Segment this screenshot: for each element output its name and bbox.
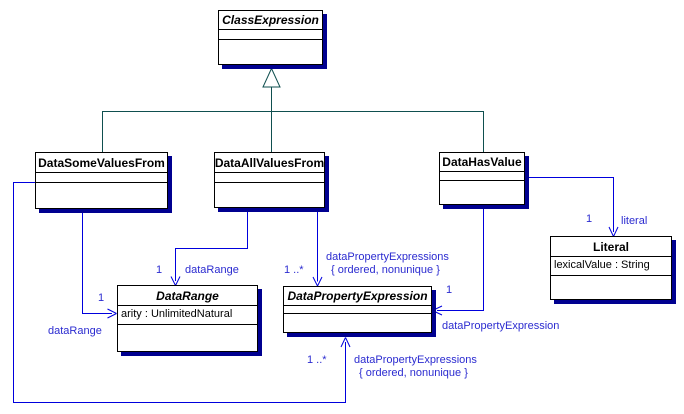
open-arrow-icon (312, 276, 323, 287)
class-box-datahasvalue[interactable]: DataHasValue (439, 152, 525, 205)
association-somevalues-datarange[interactable] (82, 209, 117, 319)
attribute-arity: arity : UnlimitedNatural (121, 308, 233, 320)
association-hasvalue-dpe[interactable] (432, 205, 484, 316)
attributes-compartment (36, 173, 167, 183)
multiplicity-label: 1 (446, 284, 453, 296)
attributes-compartment (284, 306, 431, 314)
open-arrow-icon (107, 308, 117, 319)
class-box-dataallvaluesfrom[interactable]: DataAllValuesFrom (214, 152, 325, 208)
association-somevalues-dpe[interactable] (13, 182, 351, 403)
role-label: dataRange (48, 325, 102, 337)
association-hasvalue-literal[interactable] (525, 177, 619, 237)
constraint-label: { ordered, nonunique } (359, 367, 468, 379)
class-name: DataSomeValuesFrom (36, 153, 167, 173)
open-arrow-icon (170, 276, 181, 286)
class-box-datasomevaluesfrom[interactable]: DataSomeValuesFrom (35, 152, 168, 209)
class-box-datarange[interactable]: DataRange arity : UnlimitedNatural (117, 285, 258, 352)
attribute-lexicalvalue: lexicalValue : String (554, 259, 650, 271)
constraint-label: { ordered, nonunique } (331, 264, 440, 276)
role-label: dataPropertyExpressions (326, 251, 449, 263)
class-name: DataHasValue (440, 153, 524, 172)
attributes-compartment: lexicalValue : String (551, 257, 671, 276)
multiplicity-label: 1 (156, 264, 163, 276)
multiplicity-label: 1 ..* (307, 354, 327, 366)
attributes-compartment: arity : UnlimitedNatural (118, 306, 257, 325)
association-allvalues-dpe[interactable] (312, 208, 323, 287)
role-label: dataRange (185, 264, 239, 276)
open-arrow-icon (340, 337, 351, 348)
role-label: dataPropertyExpression (442, 320, 560, 332)
open-arrow-icon (432, 305, 443, 316)
multiplicity-label: 1 ..* (284, 264, 304, 276)
class-box-classexpression[interactable]: ClassExpression (218, 10, 323, 65)
generalization-tree[interactable] (102, 67, 484, 153)
attributes-compartment (440, 172, 524, 181)
class-box-literal[interactable]: Literal lexicalValue : String (550, 236, 672, 300)
multiplicity-label: 1 (586, 213, 593, 225)
class-name: ClassExpression (219, 11, 322, 30)
class-name: DataPropertyExpression (284, 287, 431, 306)
role-label: literal (621, 215, 648, 227)
role-label: dataPropertyExpressions (354, 354, 477, 366)
attributes-compartment (219, 30, 322, 40)
association-allvalues-datarange[interactable] (170, 208, 248, 286)
class-name: Literal (551, 237, 671, 257)
open-arrow-icon (608, 226, 619, 237)
class-name: DataRange (118, 286, 257, 306)
class-box-datapropertyexpression[interactable]: DataPropertyExpression (283, 286, 432, 333)
multiplicity-label: 1 (98, 292, 105, 304)
attributes-compartment (215, 173, 324, 183)
class-name: DataAllValuesFrom (215, 153, 324, 173)
generalization-triangle-icon (262, 67, 281, 88)
